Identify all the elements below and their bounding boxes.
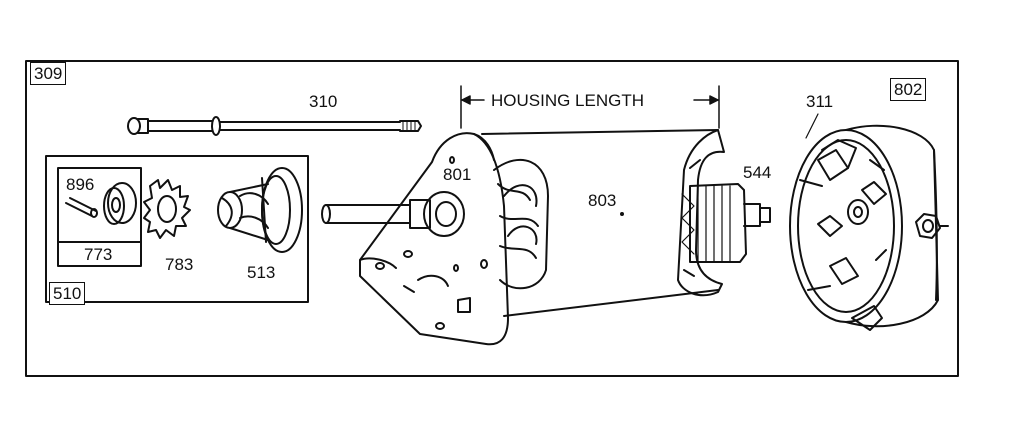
drive-kit-sub-box: [57, 167, 142, 267]
label-773: 773: [84, 245, 113, 264]
label-783: 783: [165, 255, 194, 274]
label-311: 311: [806, 92, 834, 111]
pin-part: [65, 197, 98, 218]
label-513: 513: [247, 263, 276, 282]
collar-part: [103, 182, 137, 225]
through-bolt-part: [127, 116, 422, 136]
drive-end-cap-part: [321, 132, 549, 346]
drive-kit-box: [45, 155, 309, 303]
label-896: 896: [66, 175, 95, 194]
label-510: 510: [49, 282, 86, 305]
commutator-end-cap-part: [789, 113, 949, 331]
label-310: 310: [309, 92, 338, 111]
armature-housing-outline: [481, 129, 719, 317]
label-802: 802: [890, 78, 927, 101]
label-803: 803: [588, 191, 617, 210]
outer-frame: [25, 60, 959, 377]
label-housing-length: HOUSING LENGTH: [491, 91, 645, 110]
label-309: 309: [30, 62, 67, 85]
label-544: 544: [743, 163, 772, 182]
drive-assembly-part: [217, 167, 303, 253]
housing-length-dimension: [460, 85, 720, 129]
label-801: 801: [443, 165, 472, 184]
field-housing-part: [677, 129, 771, 297]
pinion-gear-part: [143, 179, 191, 239]
